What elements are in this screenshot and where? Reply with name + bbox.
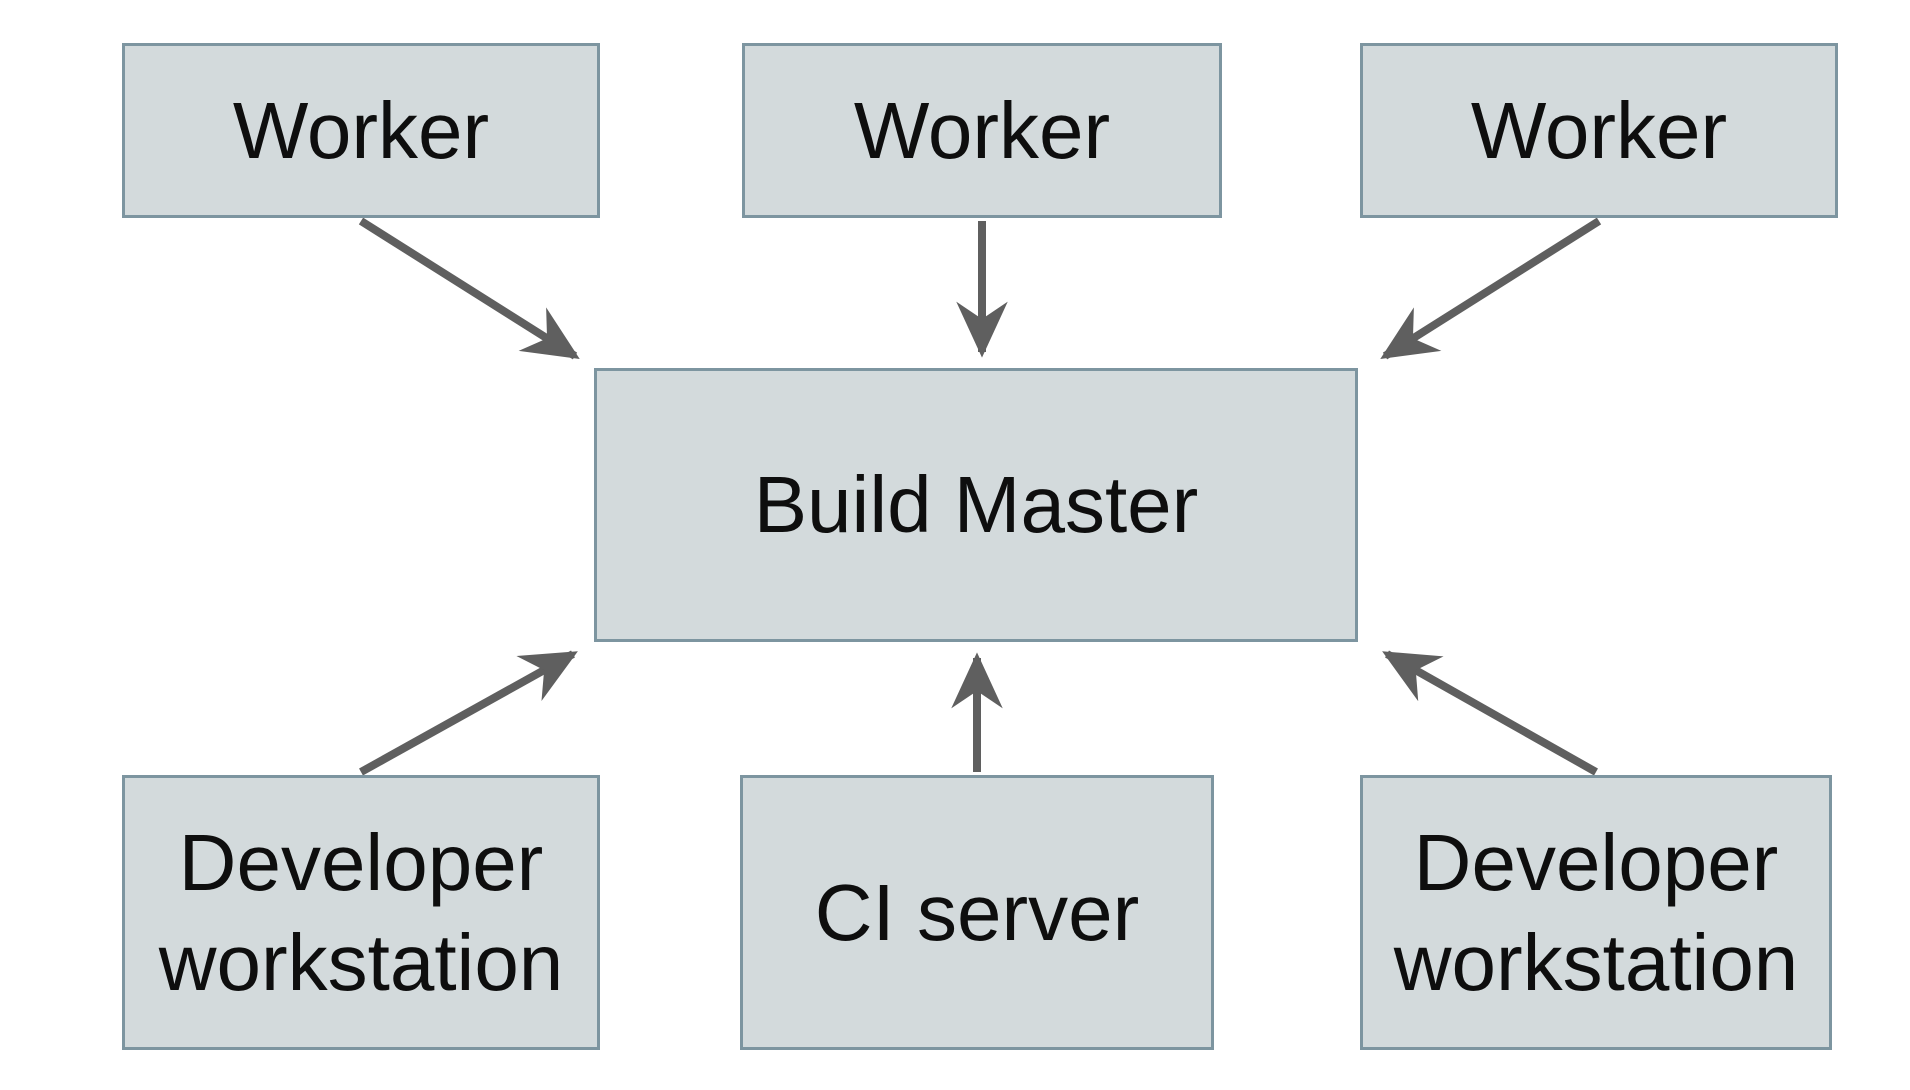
node-developer-workstation-left: Developer workstation — [122, 775, 600, 1050]
arrow-worker1-to-buildmaster — [358, 217, 580, 360]
node-developer-workstation-right-label: Developer workstation — [1393, 817, 1799, 1007]
node-ci-server-label: CI server — [814, 867, 1140, 957]
arrow-devright-to-buildmaster — [1382, 650, 1598, 776]
node-developer-workstation-right: Developer workstation — [1360, 775, 1832, 1050]
arrow-devleft-to-buildmaster — [359, 650, 578, 776]
node-developer-workstation-left-label: Developer workstation — [158, 817, 564, 1007]
node-worker-3-label: Worker — [1470, 85, 1728, 175]
node-worker-3: Worker — [1360, 43, 1838, 218]
node-worker-1-label: Worker — [232, 85, 490, 175]
node-worker-2-label: Worker — [853, 85, 1111, 175]
node-ci-server: CI server — [740, 775, 1214, 1050]
node-worker-1: Worker — [122, 43, 600, 218]
node-worker-2: Worker — [742, 43, 1222, 218]
arrow-worker3-to-buildmaster — [1380, 217, 1602, 360]
node-build-master-label: Build Master — [753, 460, 1199, 549]
node-build-master: Build Master — [594, 368, 1358, 642]
